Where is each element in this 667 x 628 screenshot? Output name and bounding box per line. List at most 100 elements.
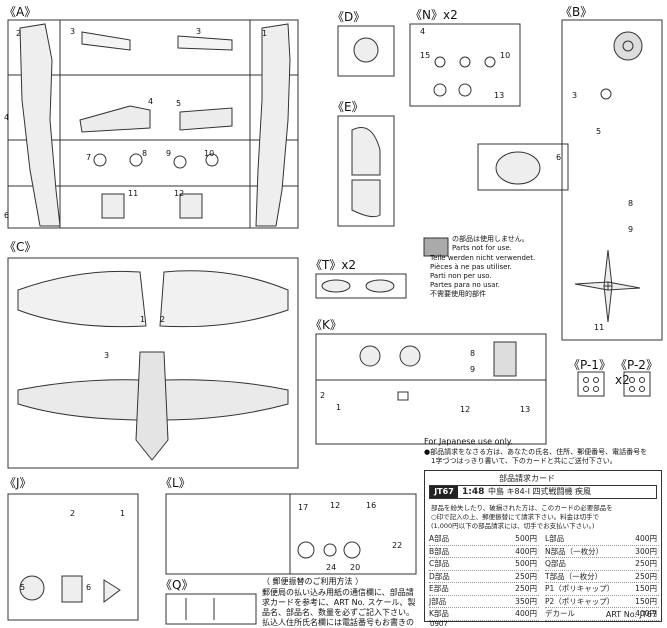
art-number: ART No. JT67: [605, 610, 657, 619]
sprue-d-label: 《D》: [332, 10, 366, 24]
part-price: 150円: [635, 596, 657, 606]
svg-text:6: 6: [86, 583, 91, 592]
svg-text:7: 7: [86, 153, 91, 162]
postal-title: （ 郵便振替のご利用方法 ）: [262, 577, 364, 586]
parts-price-row: N部品（一枚分） 300円: [545, 546, 659, 558]
lower-wing-left: [17, 379, 147, 421]
sprue-t-label: 《T》x2: [310, 258, 357, 272]
postal-line-3: 品名、部品名、数量を必ずご記入下さい。: [262, 608, 414, 617]
card-title: 部品請求カード: [499, 474, 555, 483]
part-name: T部品（一枚分）: [545, 571, 603, 581]
svg-text:11: 11: [594, 323, 604, 332]
upper-wing-left: [17, 270, 147, 328]
request-instruction: ●部品請求をなさる方は、あなたの氏名、住所、郵便番号、電話番号を: [424, 448, 648, 456]
part-price: 350円: [515, 596, 537, 606]
svg-text:8: 8: [142, 149, 147, 158]
svg-text:3: 3: [572, 91, 577, 100]
postal-line-2: 求カードを参考に、ART No. スケール、製: [262, 598, 416, 607]
part-price: 400円: [515, 609, 537, 618]
parts-price-row: J部品 350円: [429, 596, 539, 608]
parts-price-row: P1（ポリキャップ）150円: [545, 583, 659, 596]
sprue-p1-label: 《P-1》: [568, 358, 611, 372]
sprue-b-label: 《B》: [560, 5, 593, 19]
not-used-en: Parts not for use.: [452, 244, 512, 252]
svg-text:3: 3: [70, 27, 75, 36]
postal-line-1: 郵便局の払い込み用紙の通信欄に、部品請: [262, 588, 414, 597]
part-price: 250円: [515, 584, 537, 593]
card-note-2: ○印で記入の上、郵便振替にて請求下さい。料金は切手で: [431, 513, 600, 521]
parts-request-card: 部品請求カード JT67 1:48 中島 キ84-I 四式戦闘機 疾風 部品を紛…: [424, 470, 662, 622]
svg-text:17: 17: [298, 503, 308, 512]
parts-price-row: P2（ポリキャップ） 150円: [545, 596, 659, 608]
parts-price-row: B部品 400円: [429, 546, 539, 558]
sprue-l-label: 《L》: [160, 476, 191, 490]
part-name: デカール: [545, 609, 575, 618]
svg-text:5: 5: [176, 99, 181, 108]
svg-text:4: 4: [148, 97, 153, 106]
not-used-de: Teile werden nicht verwendet.: [430, 254, 536, 262]
svg-text:11: 11: [128, 189, 138, 198]
svg-text:20: 20: [350, 563, 360, 572]
part-price: 250円: [635, 559, 657, 568]
part-name: D部品: [429, 571, 450, 581]
svg-text:10: 10: [204, 149, 214, 158]
svg-text:2: 2: [70, 509, 75, 518]
footer-code: 0907: [430, 620, 448, 628]
svg-text:12: 12: [460, 405, 470, 414]
svg-text:16: 16: [366, 501, 376, 510]
card-product-name: 中島 キ84-I 四式戦闘機 疾風: [488, 487, 592, 496]
svg-text:1: 1: [336, 403, 341, 412]
part-name: B部品: [429, 546, 450, 556]
card-code: JT67: [430, 486, 458, 498]
svg-text:2: 2: [320, 391, 325, 400]
part-name: N部品（一枚分）: [545, 546, 604, 556]
sprue-p2-label: 《P-2》x2: [615, 358, 658, 387]
part-price: 500円: [515, 534, 537, 543]
part-price: 150円: [635, 584, 657, 593]
svg-text:15: 15: [420, 51, 430, 60]
svg-text:10: 10: [500, 51, 510, 60]
postal-line-4: 払込人住所氏名欄には電話番号もお書きの: [262, 618, 414, 627]
svg-text:6: 6: [556, 153, 561, 162]
svg-text:2: 2: [16, 29, 21, 38]
not-used-jp: の部品は使用しません。: [452, 235, 529, 243]
request-instruction-2: 1字づつはっきり書いて、下のカードと共にご送付下さい。: [424, 457, 617, 465]
part-price: 400円: [635, 534, 657, 543]
svg-text:9: 9: [166, 149, 171, 158]
sprue-j-label: 《J》: [4, 476, 32, 490]
part-price: 500円: [515, 559, 537, 568]
part-name: C部品: [429, 559, 450, 568]
card-scale: 1:48: [462, 487, 485, 497]
not-used-es: Partes para no usar.: [430, 281, 500, 289]
svg-text:1: 1: [120, 509, 125, 518]
part-name: P2（ポリキャップ）: [545, 596, 615, 606]
part-name: A部品: [429, 534, 450, 543]
svg-text:1: 1: [140, 315, 145, 324]
part-price: 400円: [515, 546, 537, 556]
svg-text:8: 8: [470, 349, 475, 358]
fuselage-right: [255, 23, 291, 227]
svg-text:1: 1: [262, 29, 267, 38]
svg-text:2: 2: [160, 315, 165, 324]
part-name: J部品: [429, 596, 447, 606]
sprue-n-label: 《N》x2: [410, 8, 458, 22]
not-used-cn: 不需要使用的部件: [430, 290, 486, 298]
part-name: E部品: [429, 584, 449, 593]
svg-text:6: 6: [4, 211, 9, 220]
part-price: 300円: [635, 546, 657, 556]
fuselage-left: [19, 23, 61, 227]
svg-text:3: 3: [104, 351, 109, 360]
svg-text:22: 22: [392, 541, 402, 550]
card-note-1: 部品を紛失したり、破損された方は、このカードの必要部品を: [431, 504, 613, 512]
svg-text:13: 13: [494, 91, 504, 100]
card-header-bar: JT67 1:48 中島 キ84-I 四式戦闘機 疾風: [429, 485, 657, 499]
sprue-k-label: 《K》: [310, 318, 342, 332]
svg-text:24: 24: [326, 563, 336, 572]
part-price: 250円: [635, 571, 657, 581]
